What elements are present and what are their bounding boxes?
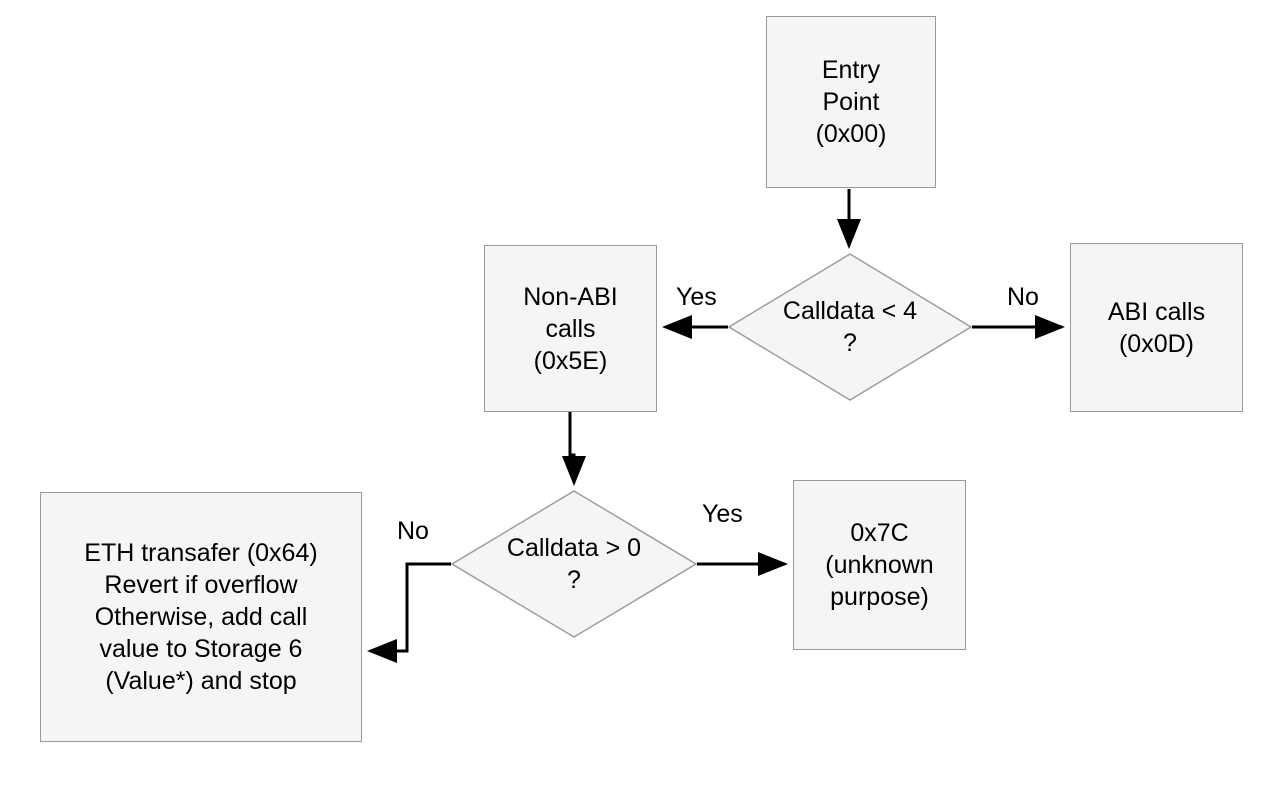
node-eth-transfer-label: ETH transafer (0x64) Revert if overflow … xyxy=(84,539,318,695)
diamond-shape-1 xyxy=(728,253,972,401)
node-calldata-gt-0-label: Calldata > 0 ? xyxy=(506,534,642,594)
edge-nonabi-to-decision2 xyxy=(562,412,586,486)
edge-label-decision2-no: No xyxy=(397,517,429,545)
node-calldata-lt-4-label: Calldata < 4 ? xyxy=(782,297,918,357)
edge-label-decision1-yes: Yes xyxy=(676,283,717,311)
diamond-shape-2 xyxy=(451,490,697,638)
node-entry-point-label: Entry Point (0x00) xyxy=(815,56,887,148)
node-unknown-0x7c[interactable]: 0x7C (unknown purpose) xyxy=(793,480,966,650)
node-unknown-0x7c-label: 0x7C (unknown purpose) xyxy=(825,519,934,611)
edge-decision2-no xyxy=(367,562,451,663)
edge-label-decision1-no: No xyxy=(1007,283,1039,311)
node-non-abi-calls-label: Non-ABI calls (0x5E) xyxy=(523,282,618,375)
edge-label-decision2-yes: Yes xyxy=(702,500,743,528)
node-calldata-lt-4[interactable]: Calldata < 4 ? xyxy=(728,253,972,401)
node-entry-point[interactable]: Entry Point (0x00) xyxy=(766,16,936,188)
node-non-abi-calls[interactable]: Non-ABI calls (0x5E) xyxy=(484,245,657,412)
node-abi-calls-label: ABI calls (0x0D) xyxy=(1107,297,1206,358)
node-abi-calls[interactable]: ABI calls (0x0D) xyxy=(1070,243,1243,412)
node-eth-transfer[interactable]: ETH transafer (0x64) Revert if overflow … xyxy=(40,492,362,742)
node-calldata-gt-0[interactable]: Calldata > 0 ? xyxy=(451,490,697,638)
